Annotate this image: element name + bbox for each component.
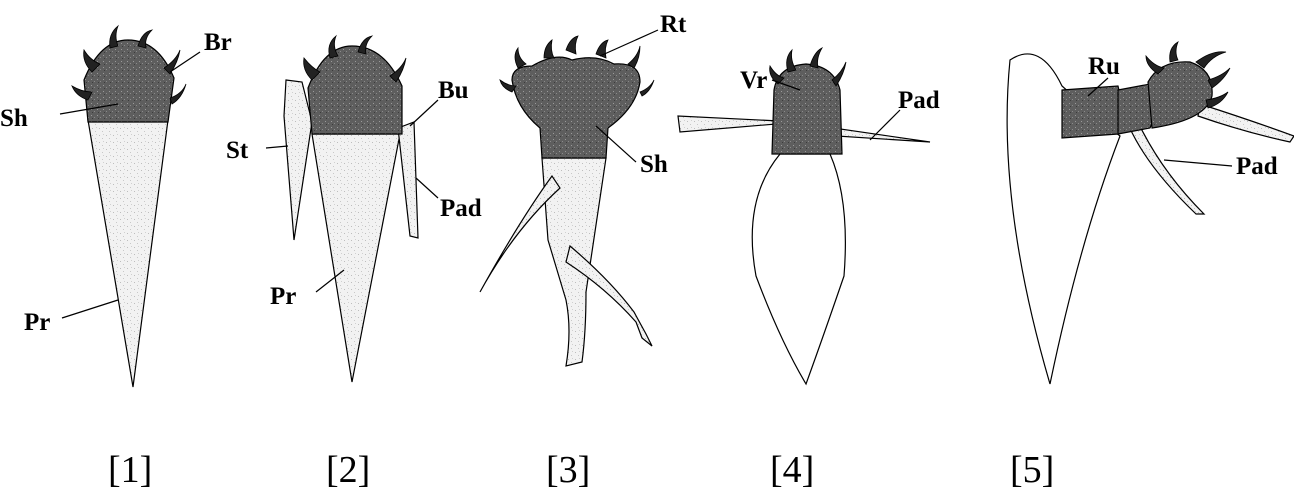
panel-1-label-br: Br xyxy=(204,29,232,56)
panel-1-head xyxy=(84,40,174,122)
panel-5-pad-right xyxy=(1198,104,1294,142)
panel-2-proboscis xyxy=(312,134,400,382)
panel-5-pad-lower xyxy=(1128,118,1204,214)
panel-5-caption: [5] xyxy=(1010,449,1054,491)
panel-1-label-pr: Pr xyxy=(24,309,50,336)
panel-4-proboscis xyxy=(752,154,845,384)
panel-1-caption: [1] xyxy=(108,449,152,491)
panel-5: Ru Pad [5] xyxy=(1007,42,1294,491)
panel-4-label-pad: Pad xyxy=(898,87,940,114)
panel-4: Vr Pad [4] xyxy=(678,48,940,491)
panel-3-label-sh: Sh xyxy=(640,151,668,178)
panel-3-head xyxy=(512,57,640,158)
panel-5-label-pad: Pad xyxy=(1236,153,1278,180)
panel-2-label-st: St xyxy=(226,137,249,164)
panel-2-label-pad: Pad xyxy=(440,195,482,222)
panel-2-label-bu: Bu xyxy=(438,77,469,104)
panel-5-label-ru: Ru xyxy=(1088,53,1120,80)
panel-1-label-sh: Sh xyxy=(0,105,28,132)
panel-1-proboscis xyxy=(88,120,168,387)
panel-3-label-rt: Rt xyxy=(660,11,687,38)
panel-4-label-vr: Vr xyxy=(740,67,767,94)
panel-5-neck xyxy=(1062,86,1121,138)
panel-3: Rt Sh [3] xyxy=(480,11,687,491)
panel-2-label-pr: Pr xyxy=(270,283,296,310)
panel-2-right-pad xyxy=(398,122,418,238)
panel-2: Bu St Pad Pr [2] xyxy=(226,36,482,491)
panel-4-caption: [4] xyxy=(770,449,814,491)
panel-2-caption: [2] xyxy=(326,449,370,491)
panel-3-caption: [3] xyxy=(546,449,590,491)
panel-1: Br Sh Pr [1] xyxy=(0,26,232,491)
panel-2-head xyxy=(308,46,402,134)
panel-2-left-stylet xyxy=(284,80,312,240)
